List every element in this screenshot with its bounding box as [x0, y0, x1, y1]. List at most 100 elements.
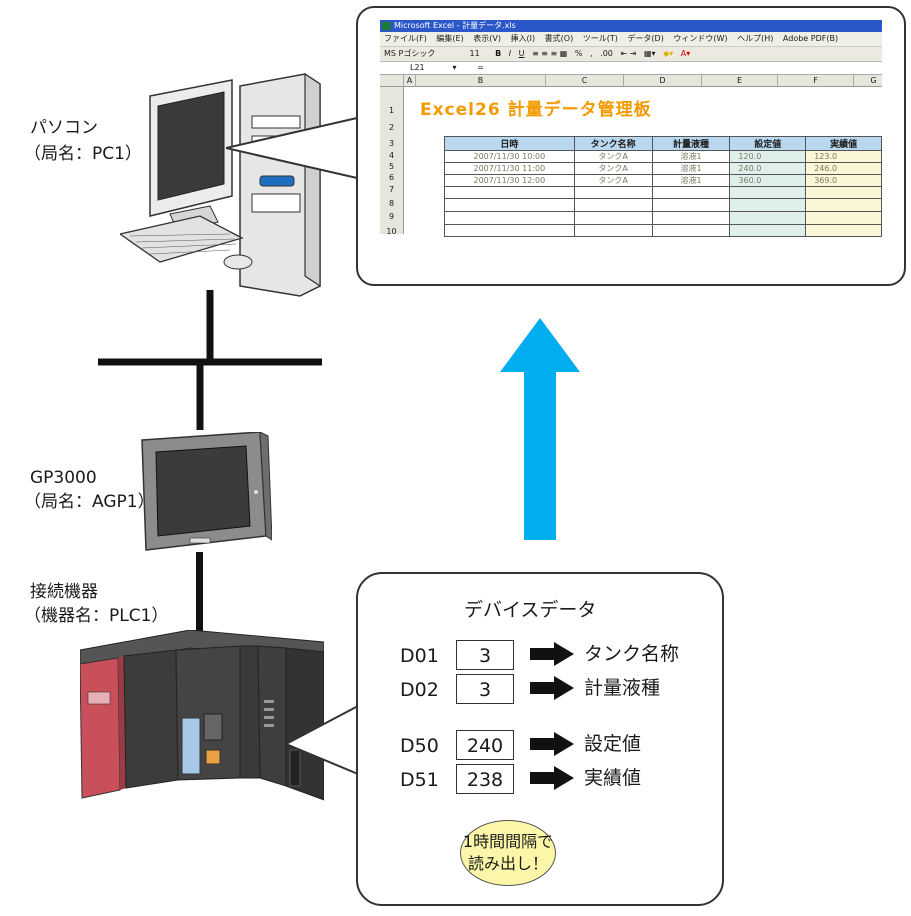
table-cell[interactable]: 2007/11/30 10:00	[444, 150, 575, 163]
row-header-2[interactable]: 2	[380, 121, 404, 135]
name-box[interactable]: L21	[410, 63, 425, 72]
table-cell[interactable]	[729, 198, 807, 212]
menu-adobe-pdf[interactable]: Adobe PDF(B)	[782, 34, 839, 43]
table-cell[interactable]: 溶液1	[651, 150, 731, 163]
font-name-select[interactable]: MS Pゴシック	[384, 49, 436, 58]
table-header[interactable]: 設定値	[729, 136, 807, 151]
device-address: D50	[400, 735, 439, 757]
right-arrow-icon	[530, 676, 574, 700]
table-cell[interactable]: 369.0	[805, 174, 882, 187]
font-size-select[interactable]: 11	[469, 49, 480, 58]
table-cell[interactable]	[444, 211, 575, 225]
row-header-4[interactable]: 4	[380, 150, 404, 161]
table-cell[interactable]: 123.0	[805, 150, 882, 163]
table-row	[444, 211, 882, 225]
excel-formulabar: L21 ▾ =	[380, 62, 882, 75]
col-header-b[interactable]: B	[416, 75, 546, 86]
table-cell[interactable]: タンクA	[573, 174, 653, 187]
pc-name: パソコン	[30, 118, 98, 138]
table-cell[interactable]: 溶液1	[651, 162, 731, 175]
col-header-f[interactable]: F	[778, 75, 854, 86]
menu-view[interactable]: 表示(V)	[473, 34, 501, 43]
table-header[interactable]: 計量液種	[651, 136, 731, 151]
font-color-icon[interactable]: A▾	[680, 49, 691, 58]
decimal-button[interactable]: .00	[600, 49, 613, 58]
table-cell[interactable]	[805, 186, 882, 199]
menu-window[interactable]: ウィンドウ(W)	[673, 34, 728, 43]
table-cell[interactable]	[651, 224, 731, 237]
table-cell[interactable]	[805, 198, 882, 212]
menu-edit[interactable]: 編集(E)	[436, 34, 464, 43]
italic-button[interactable]: I	[508, 49, 512, 58]
excel-callout: Microsoft Excel - 計量データ.xls ファイル(F) 編集(E…	[356, 6, 906, 286]
row-header-5[interactable]: 5	[380, 161, 404, 172]
table-cell[interactable]	[444, 186, 575, 199]
align-icons[interactable]: ≡ ≡ ≡ ▦	[532, 49, 568, 58]
pc-station: （局名：PC1）	[24, 144, 142, 164]
corner-cell[interactable]	[380, 75, 404, 86]
table-cell[interactable]: タンクA	[573, 150, 653, 163]
menu-data[interactable]: データ(D)	[627, 34, 664, 43]
table-cell[interactable]: 2007/11/30 12:00	[444, 174, 575, 187]
table-cell[interactable]	[573, 186, 653, 199]
table-cell[interactable]	[729, 224, 807, 237]
menu-format[interactable]: 書式(O)	[544, 34, 574, 43]
table-cell[interactable]	[805, 211, 882, 225]
border-icon[interactable]: ▦▾	[643, 49, 656, 58]
menu-insert[interactable]: 挿入(I)	[510, 34, 536, 43]
row-header-7[interactable]: 7	[380, 184, 404, 196]
col-header-d[interactable]: D	[624, 75, 702, 86]
table-cell[interactable]: 120.0	[729, 150, 807, 163]
read-interval-badge: 1時間間隔で 読み出し！	[460, 820, 556, 886]
table-cell[interactable]	[573, 198, 653, 212]
table-cell[interactable]	[651, 211, 731, 225]
comma-button[interactable]: ,	[590, 49, 593, 58]
menu-tools[interactable]: ツール(T)	[582, 34, 618, 43]
menu-file[interactable]: ファイル(F)	[384, 34, 427, 43]
table-cell[interactable]	[444, 198, 575, 212]
indent-icons[interactable]: ⇤ ⇥	[620, 49, 637, 58]
percent-button[interactable]: %	[574, 49, 583, 58]
table-cell[interactable]: タンクA	[573, 162, 653, 175]
table-header[interactable]: 実績値	[805, 136, 882, 151]
menu-help[interactable]: ヘルプ(H)	[737, 34, 774, 43]
col-header-e[interactable]: E	[702, 75, 778, 86]
row-header-6[interactable]: 6	[380, 172, 404, 184]
col-header-g[interactable]: G	[854, 75, 882, 86]
table-cell[interactable]: 240.0	[729, 162, 807, 175]
table-cell[interactable]: 2007/11/30 11:00	[444, 162, 575, 175]
table-header[interactable]: タンク名称	[573, 136, 653, 151]
table-cell[interactable]	[729, 186, 807, 199]
table-cell[interactable]	[444, 224, 575, 237]
table-cell[interactable]	[729, 211, 807, 225]
row-header-1[interactable]: 1	[380, 87, 404, 121]
fill-color-icon[interactable]: ◆▾	[663, 49, 674, 58]
table-cell[interactable]	[651, 186, 731, 199]
table-cell[interactable]	[651, 198, 731, 212]
plc-name: 接続機器	[30, 582, 98, 602]
table-row: 2007/11/30 11:00 タンクA 溶液1 240.0 246.0	[444, 162, 882, 175]
table-cell[interactable]	[805, 224, 882, 237]
device-data-callout: デバイスデータ D01 3 タンク名称 D02 3 計量液種 D50 240 設…	[356, 572, 724, 906]
table-cell[interactable]	[573, 211, 653, 225]
table-header[interactable]: 日時	[444, 136, 575, 151]
table-cell[interactable]: 溶液1	[651, 174, 731, 187]
col-header-c[interactable]: C	[546, 75, 624, 86]
device-address: D02	[400, 679, 439, 701]
name-box-dropdown-icon[interactable]: ▾	[452, 63, 457, 72]
data-table: 日時 タンク名称 計量液種 設定値 実績値 2007/11/30 10:00 タ…	[444, 136, 882, 237]
table-cell[interactable]: 360.0	[729, 174, 807, 187]
row-header-10[interactable]: 10	[380, 222, 404, 234]
row-header-3[interactable]: 3	[380, 135, 404, 150]
bold-button[interactable]: B	[495, 49, 502, 58]
col-header-a[interactable]: A	[404, 75, 416, 86]
table-row	[444, 198, 882, 212]
device-callout-pointer	[286, 704, 360, 776]
table-cell[interactable]: 246.0	[805, 162, 882, 175]
underline-button[interactable]: U	[518, 49, 525, 58]
excel-titlebar: Microsoft Excel - 計量データ.xls	[380, 20, 882, 32]
formula-equals[interactable]: =	[477, 63, 484, 72]
row-header-9[interactable]: 9	[380, 209, 404, 222]
table-cell[interactable]	[573, 224, 653, 237]
row-header-8[interactable]: 8	[380, 196, 404, 209]
